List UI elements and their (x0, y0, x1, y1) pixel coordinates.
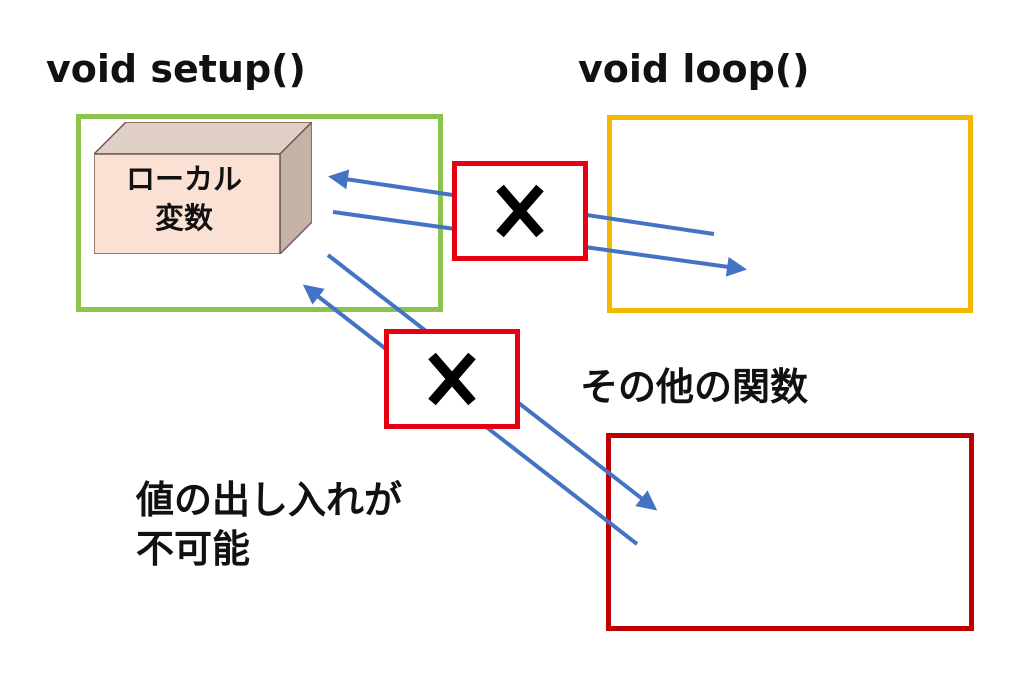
loop-function-box (607, 115, 973, 313)
transfer-impossible-note: 値の出し入れが 不可能 (136, 478, 403, 571)
block-marker-setup-loop (452, 161, 588, 261)
other-functions-box (606, 433, 974, 631)
setup-title: void setup() (46, 47, 306, 91)
local-variable-label: ローカル 変数 (125, 162, 242, 236)
block-marker-setup-other (384, 329, 520, 429)
loop-title: void loop() (578, 47, 810, 91)
cross-icon (428, 352, 476, 406)
cross-icon (496, 184, 544, 238)
local-variable-box (94, 122, 312, 254)
setup-function-box (76, 114, 443, 312)
other-functions-title: その他の関数 (580, 365, 809, 409)
